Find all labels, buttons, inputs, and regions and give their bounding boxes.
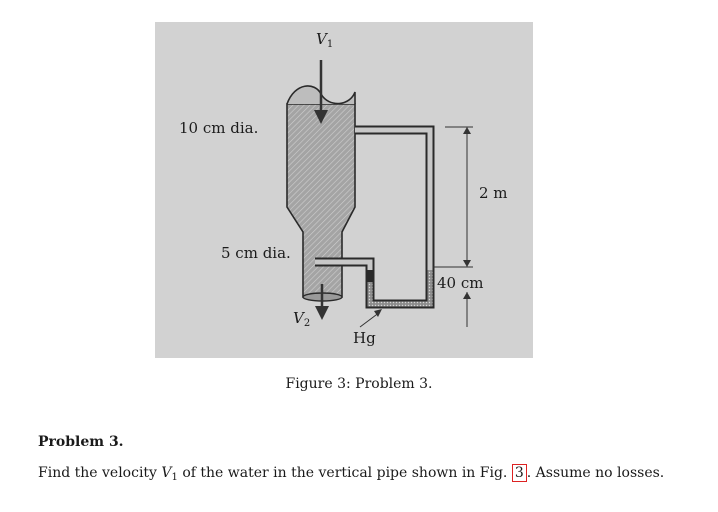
v1-label: V1 <box>316 30 333 50</box>
hg-pointer-head <box>374 309 382 317</box>
manometer-upper-tap-inner <box>355 127 433 272</box>
figure-reference-link[interactable]: 3 <box>511 464 527 482</box>
height-label: 2 m <box>479 184 508 202</box>
v2-letter: V <box>293 309 304 327</box>
v2-label: V2 <box>293 309 310 329</box>
mercury-label: Hg <box>353 329 376 347</box>
height-dim-arrow-up <box>463 127 471 134</box>
large-diameter-label: 10 cm dia. <box>179 119 259 137</box>
v1-letter: V <box>316 30 327 48</box>
problem-text-after: . Assume no losses. <box>526 465 665 481</box>
velocity-letter: V <box>161 465 172 481</box>
depth-dim-arrow <box>463 292 471 299</box>
velocity-subscript: 1 <box>171 472 178 483</box>
mercury-fill <box>367 270 433 307</box>
problem-text-middle: of the water in the vertical pipe shown … <box>177 465 512 481</box>
v2-arrow-head <box>315 306 329 320</box>
small-diameter-label: 5 cm dia. <box>221 244 291 262</box>
figure-caption: Figure 3: Problem 3. <box>285 376 433 392</box>
problem-text-before: Find the velocity <box>38 465 162 481</box>
height-dim-arrow-down <box>463 260 471 267</box>
v1-subscript: 1 <box>326 39 334 50</box>
venturi-manometer-diagram <box>155 22 533 358</box>
depth-label: 40 cm <box>437 274 484 292</box>
figure: V1 10 cm dia. 5 cm dia. 2 m 40 cm V2 Hg <box>155 22 533 358</box>
v2-subscript: 2 <box>303 318 311 329</box>
velocity-variable: V1 <box>161 465 178 483</box>
v1-arrow-head <box>314 110 328 124</box>
problem-statement: Find the velocity V1 of the water in the… <box>38 464 665 483</box>
problem-heading: Problem 3. <box>38 434 124 450</box>
